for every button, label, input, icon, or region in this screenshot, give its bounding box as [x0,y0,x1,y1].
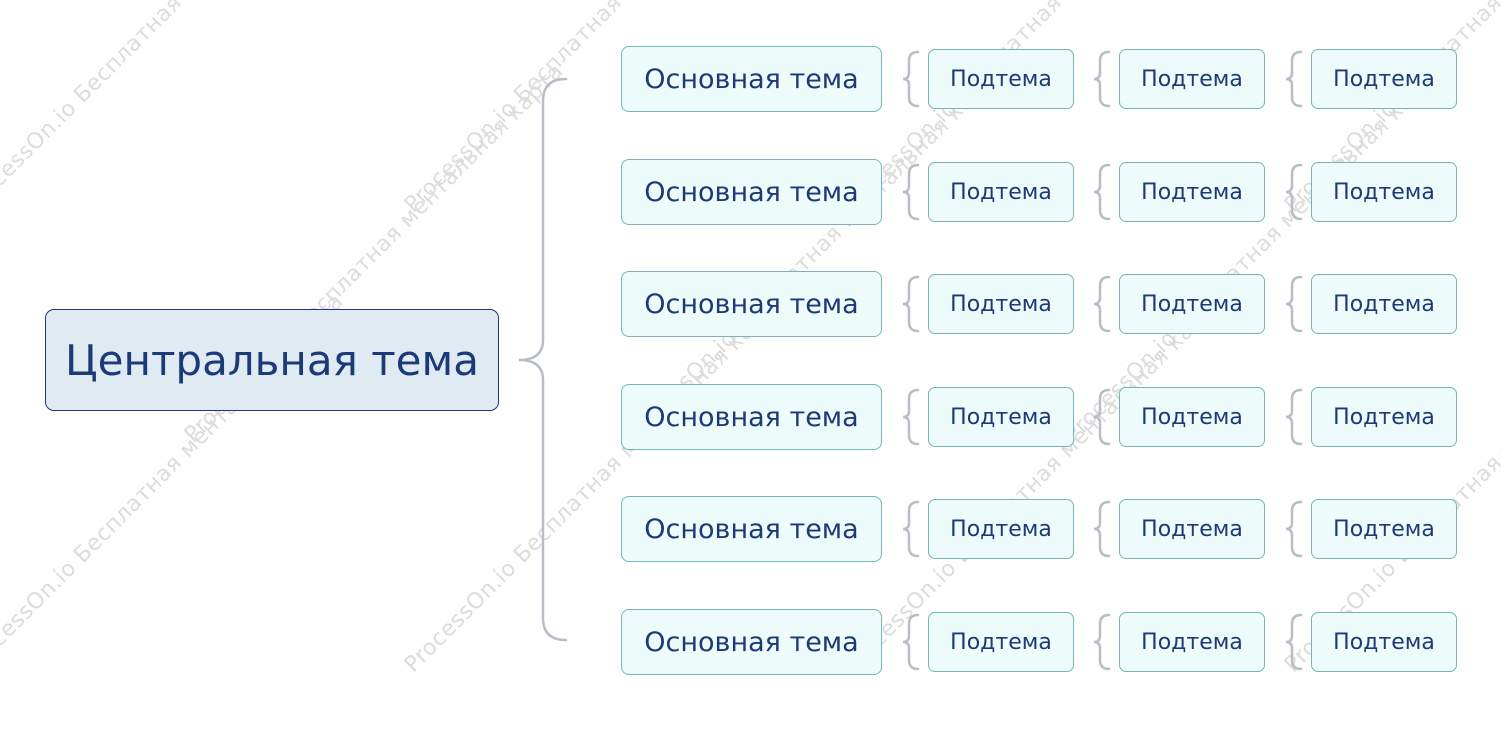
subtopic-label: Подтема [1141,516,1243,542]
subtopic-brace-connector [1093,388,1111,446]
main-topic-label: Основная тема [644,288,859,320]
subtopic-brace-connector [1285,50,1303,108]
subtopic-brace-connector [1093,275,1111,333]
subtopic-brace-connector [1093,500,1111,558]
subtopic-label: Подтема [1141,179,1243,205]
subtopic-brace-connector [1093,613,1111,671]
main-topic-label: Основная тема [644,63,859,95]
subtopic-brace-connector [902,613,920,671]
subtopic-brace-connector [902,163,920,221]
subtopic[interactable]: Подтема [928,387,1074,447]
subtopic[interactable]: Подтема [1311,49,1457,109]
subtopic[interactable]: Подтема [928,499,1074,559]
subtopic[interactable]: Подтема [928,162,1074,222]
subtopic[interactable]: Подтема [1119,274,1265,334]
subtopic-label: Подтема [1333,179,1435,205]
subtopic-label: Подтема [950,66,1052,92]
main-topic-label: Основная тема [644,401,859,433]
main-topic[interactable]: Основная тема [621,271,882,337]
subtopic-brace-connector [902,275,920,333]
main-topic-label: Основная тема [644,176,859,208]
subtopic-label: Подтема [950,629,1052,655]
main-topic[interactable]: Основная тема [621,159,882,225]
subtopic-brace-connector [1285,388,1303,446]
subtopic-brace-connector [1285,163,1303,221]
subtopic-label: Подтема [950,179,1052,205]
subtopic[interactable]: Подтема [928,612,1074,672]
subtopic[interactable]: Подтема [1311,499,1457,559]
subtopic-label: Подтема [1333,516,1435,542]
subtopic-label: Подтема [1333,66,1435,92]
subtopic[interactable]: Подтема [1119,162,1265,222]
subtopic-brace-connector [902,388,920,446]
central-brace-connector [518,77,568,642]
main-topic[interactable]: Основная тема [621,384,882,450]
main-topic-label: Основная тема [644,513,859,545]
subtopic-label: Подтема [950,404,1052,430]
main-topic-label: Основная тема [644,626,859,658]
subtopic[interactable]: Подтема [1119,387,1265,447]
subtopic-label: Подтема [1333,291,1435,317]
main-topic[interactable]: Основная тема [621,46,882,112]
subtopic[interactable]: Подтема [1311,387,1457,447]
main-topic[interactable]: Основная тема [621,609,882,675]
subtopic-brace-connector [1285,275,1303,333]
subtopic-brace-connector [1093,163,1111,221]
subtopic-label: Подтема [1141,404,1243,430]
subtopic-label: Подтема [1333,404,1435,430]
subtopic-label: Подтема [1141,629,1243,655]
subtopic[interactable]: Подтема [1119,49,1265,109]
subtopic-label: Подтема [950,291,1052,317]
central-topic-label: Центральная тема [65,335,479,385]
subtopic-brace-connector [1285,500,1303,558]
subtopic-label: Подтема [950,516,1052,542]
central-topic[interactable]: Центральная тема [45,309,499,411]
main-topic[interactable]: Основная тема [621,496,882,562]
subtopic-brace-connector [1093,50,1111,108]
subtopic[interactable]: Подтема [928,274,1074,334]
subtopic[interactable]: Подтема [1311,162,1457,222]
subtopic[interactable]: Подтема [1311,274,1457,334]
subtopic-brace-connector [902,50,920,108]
subtopic[interactable]: Подтема [928,49,1074,109]
subtopic[interactable]: Подтема [1119,612,1265,672]
subtopic[interactable]: Подтема [1119,499,1265,559]
subtopic-brace-connector [902,500,920,558]
subtopic[interactable]: Подтема [1311,612,1457,672]
subtopic-brace-connector [1285,613,1303,671]
subtopic-label: Подтема [1141,291,1243,317]
subtopic-label: Подтема [1333,629,1435,655]
subtopic-label: Подтема [1141,66,1243,92]
